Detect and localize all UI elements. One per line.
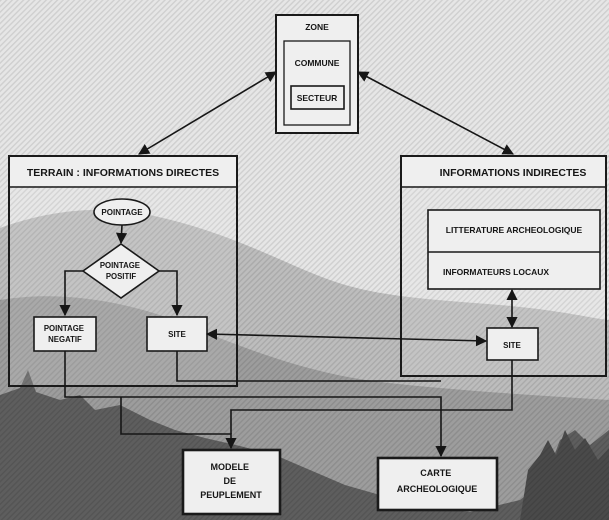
arrow-decision-site (159, 270, 183, 317)
indirectes-title-band (402, 157, 605, 186)
pointage-positif-line-2: POSITIF (106, 272, 137, 281)
secteur-label: SECTEUR (297, 93, 338, 103)
pointage-positif-line-1: POINTAGE (100, 261, 140, 270)
arrow-zone-terrain (138, 71, 277, 155)
commune-box (283, 40, 351, 126)
pointage-negatif-line-1: POINTAGE (44, 324, 84, 333)
modele-label: MODELE DE PEUPLEMENT (200, 462, 262, 500)
sources-box (427, 209, 601, 290)
carte-box (376, 456, 499, 512)
arrow-decision-negatif (59, 270, 83, 317)
arrow-zone-indirectes (357, 71, 514, 155)
modele-box (181, 448, 282, 516)
litterature-label: LITTERATURE ARCHEOLOGIQUE (446, 225, 583, 235)
commune-label: COMMUNE (295, 58, 340, 68)
line-indirect-site-to-modele (230, 360, 513, 434)
modele-line-2: DE (223, 476, 236, 486)
secteur-box (290, 85, 345, 110)
arrow-site-site (205, 328, 488, 347)
line-site-to-outputs (176, 351, 441, 382)
terrain-site-box (146, 316, 208, 352)
pointage-negatif-box (33, 316, 97, 352)
indirectes-site-label: SITE (503, 341, 521, 350)
connectors (59, 71, 518, 458)
modele-line-3: PEUPLEMENT (200, 490, 262, 500)
carte-label: CARTE ARCHEOLOGIQUE (397, 468, 478, 494)
terrain-title-band (10, 157, 236, 186)
carte-line-1: CARTE (420, 468, 451, 478)
pointage-negatif-line-2: NEGATIF (48, 335, 82, 344)
indirectes-title: INFORMATIONS INDIRECTES (440, 167, 587, 179)
zone-title: ZONE (305, 22, 329, 32)
terrain-title: TERRAIN : INFORMATIONS DIRECTES (27, 167, 219, 179)
terrain-site-label: SITE (168, 330, 186, 339)
pointage-negatif-label: POINTAGE NEGATIF (44, 324, 86, 344)
line-negatif-to-modele (120, 397, 237, 450)
pointage-label: POINTAGE (101, 208, 143, 217)
informateurs-label: INFORMATEURS LOCAUX (443, 267, 549, 277)
carte-line-2: ARCHEOLOGIQUE (397, 484, 478, 494)
pointage-positif-decision (81, 243, 161, 299)
zone-box (275, 14, 359, 134)
arrow-pointage-decision (115, 224, 128, 245)
line-negatif-to-outputs (64, 351, 447, 458)
pointage-positif-label: POINTAGE POSITIF (100, 261, 142, 281)
modele-line-1: MODELE (210, 462, 249, 472)
